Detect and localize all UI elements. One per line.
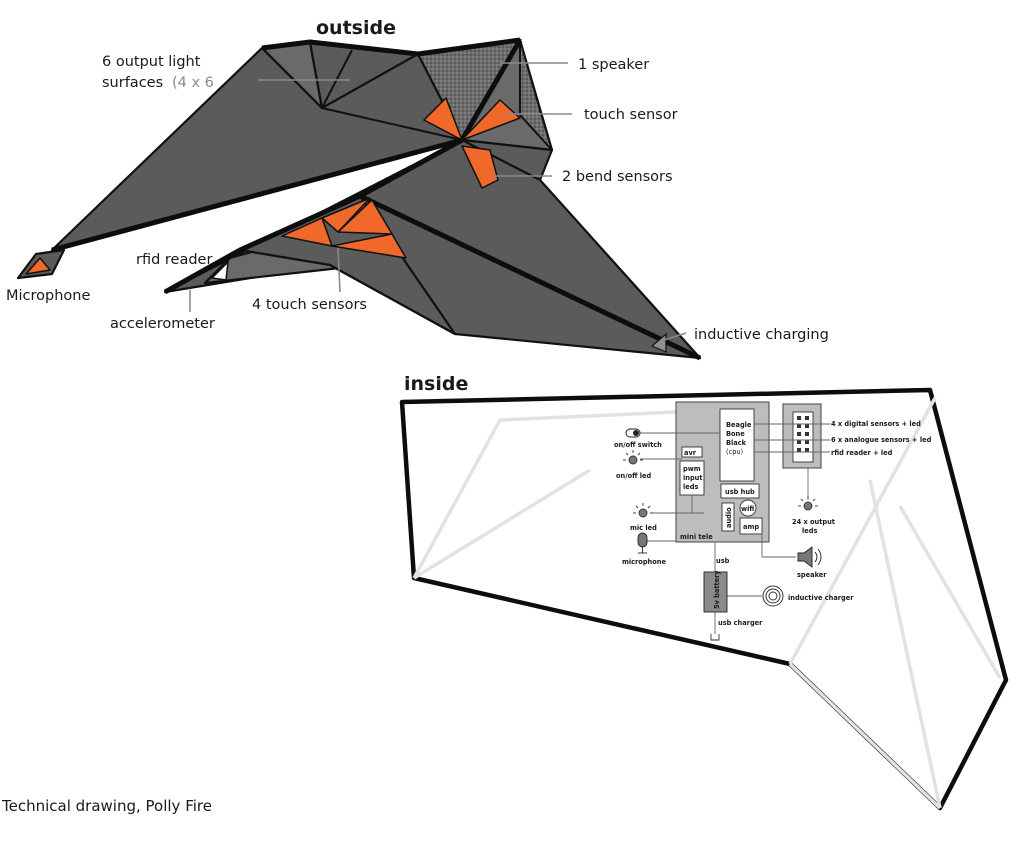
touch-sensor-orange	[331, 233, 407, 259]
microphone-icon	[637, 532, 648, 554]
microphone-sensor	[25, 257, 51, 275]
led-icon	[623, 450, 643, 465]
label-light-surfaces: 6 output light	[102, 54, 201, 70]
led-icon	[798, 496, 818, 511]
label-mini-tele: mini tele	[680, 533, 713, 541]
touch-sensor-orange	[423, 97, 463, 141]
outside-heading: outside	[316, 17, 396, 39]
label-pwm-leds: leds	[683, 483, 698, 491]
label-audio: audio	[725, 507, 733, 528]
switch-icon	[625, 428, 641, 438]
wifi-chip	[739, 499, 757, 517]
inside-heading: inside	[404, 373, 468, 395]
rfid-reader-window	[210, 259, 229, 281]
label-usb-hub: usb hub	[725, 488, 755, 496]
caption: Technical drawing, Polly Fire	[1, 797, 212, 815]
label-analogue-sensors: 6 x analogue sensors + led	[831, 436, 932, 444]
label-rfid-reader: rfid reader	[136, 252, 212, 268]
charger-coil-icon	[762, 585, 784, 607]
label-amp: amp	[743, 523, 759, 531]
label-output-leds: 24 x output	[792, 518, 835, 526]
inductive-charging-pad	[650, 332, 667, 353]
touch-sensor-orange	[337, 199, 393, 235]
usb-hub-chip	[720, 483, 760, 499]
bend-sensor-orange	[461, 145, 499, 189]
label-beagle-3: Black	[726, 439, 747, 447]
beaglebone-cpu	[719, 408, 755, 482]
label-touch-sensors: 4 touch sensors	[252, 297, 367, 313]
label-beagle-1: Beagle	[726, 421, 752, 429]
led-icon	[633, 503, 653, 518]
label-on-off-switch: on/off switch	[614, 441, 662, 449]
amp-chip	[739, 517, 763, 535]
sensor-board	[782, 403, 822, 469]
label-accelerometer: accelerometer	[110, 316, 215, 332]
label-inductive-charger: inductive charger	[788, 594, 854, 602]
outside-object	[16, 37, 702, 361]
label-usb: usb	[716, 557, 730, 565]
touch-sensor-orange	[461, 99, 521, 141]
label-mic-led: mic led	[630, 524, 657, 532]
label-microphone-inside: microphone	[622, 558, 666, 566]
label-on-off-led: on/off led	[616, 472, 652, 480]
label-light-surfaces-2: surfaces	[102, 75, 163, 91]
label-usb-charger: usb charger	[718, 619, 763, 627]
label-rfid-led: rfid reader + led	[831, 449, 893, 457]
battery-icon	[703, 571, 728, 613]
label-pwm: pwm	[683, 465, 701, 473]
label-output-leds-2: leds	[802, 527, 817, 535]
label-battery: 5v battery	[713, 570, 721, 609]
label-microphone: Microphone	[6, 288, 90, 304]
label-bend-sensors: 2 bend sensors	[562, 169, 673, 185]
label-avr: avr	[684, 449, 697, 457]
label-speaker: 1 speaker	[578, 57, 649, 73]
pin-header-icon	[797, 416, 809, 452]
touch-sensor-orange	[321, 197, 371, 233]
speaker-icon	[797, 546, 822, 568]
wiring	[640, 423, 830, 634]
touch-sensor-orange	[281, 217, 333, 247]
label-light-surfaces-extra: (4 x 6	[172, 75, 214, 91]
label-wifi: wifi	[741, 505, 754, 513]
mini-tele-board	[675, 401, 770, 543]
label-beagle-4: (cpu)	[726, 448, 743, 456]
label-digital-sensors: 4 x digital sensors + led	[831, 420, 921, 428]
outside-leaders	[189, 62, 687, 341]
label-pwm-input: input	[683, 474, 703, 482]
audio-chip	[721, 502, 735, 532]
label-inductive-charging: inductive charging	[694, 327, 829, 343]
label-speaker-inside: speaker	[797, 571, 827, 579]
label-beagle-2: Bone	[726, 430, 745, 438]
avr-chip	[681, 446, 703, 458]
label-touch-sensor: touch sensor	[584, 107, 678, 123]
usb-plug-icon	[710, 634, 720, 641]
